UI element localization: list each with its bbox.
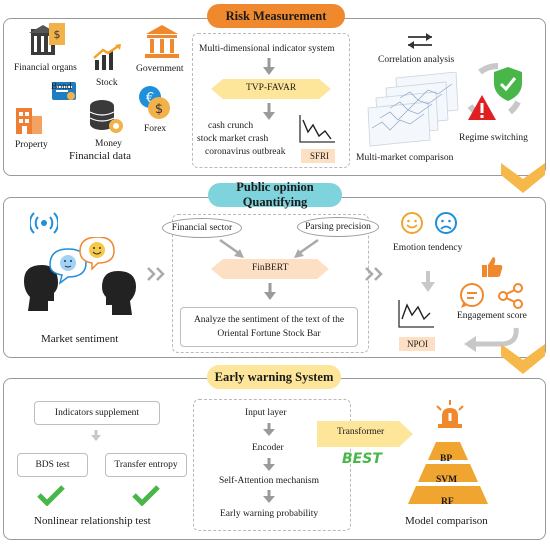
broadcast-signal-icon (30, 211, 58, 235)
arrow-diag-left (218, 238, 248, 260)
transformer-arrow (317, 421, 413, 447)
pyramid-bp-label: BP (440, 454, 453, 464)
self-attention-label: Self-Attention mechanism (219, 476, 319, 486)
arrow-diag-right (290, 238, 320, 260)
nonlinear-test-label: Nonlinear relationship test (34, 515, 151, 527)
emotion-tendency-label: Emotion tendency (393, 243, 463, 253)
pyramid-svm-label: SVM (436, 475, 458, 485)
sfri-chart-icon (297, 112, 337, 148)
sad-face-icon (434, 211, 458, 235)
input-layer-label: Input layer (245, 408, 287, 418)
public-opinion-title: Public opinion Quantifying (208, 180, 342, 209)
svg-text:$: $ (155, 102, 163, 117)
tvp-favar-label: TVP-FAVAR (246, 83, 297, 93)
correlation-label: Correlation analysis (378, 55, 455, 65)
transformer-label: Transformer (337, 427, 385, 437)
regime-label: Regime switching (459, 133, 528, 143)
financial-sector-oval: Financial sector (162, 218, 242, 238)
chevron-down-icon-2 (501, 344, 545, 378)
indicators-supplement-box: Indicators supplement (34, 401, 160, 425)
model-comparison-label: Model comparison (405, 515, 488, 527)
share-icon (497, 282, 525, 310)
thumbs-up-icon (480, 255, 504, 279)
sfri-label: SFRI (310, 151, 330, 161)
model-pyramid (398, 442, 498, 506)
transformer-layers-box (193, 399, 351, 531)
check-mark-icon (36, 484, 66, 506)
chat-bubble-icon (459, 283, 485, 309)
arrow-down-5 (263, 458, 275, 472)
bds-test-box: BDS test (17, 453, 88, 477)
event-cash-crunch: cash crunch (208, 121, 254, 131)
bank-building-icon: $ (27, 23, 67, 65)
transfer-entropy-box: Transfer entropy (105, 453, 187, 477)
shield-check-icon (492, 66, 524, 102)
chevron-down-icon (501, 163, 545, 197)
indicator-system-label: Multi-dimensional indicator system (199, 44, 335, 54)
happy-face-icon (400, 211, 424, 235)
multi-market-label: Multi-market comparison (356, 153, 454, 163)
sfri-tag (301, 149, 335, 163)
npoi-label: NPOI (407, 339, 429, 349)
stock-chart-icon (93, 44, 123, 72)
warning-triangle-icon (467, 94, 497, 121)
npoi-chart-icon (396, 297, 436, 333)
property-label: Property (15, 140, 48, 150)
early-warning-probability-label: Early warning probability (220, 509, 319, 519)
event-coronavirus: coronavirus outbreak (205, 147, 286, 157)
pyramid-rf-label: RF (441, 497, 454, 507)
financial-data-label: Financial data (69, 150, 132, 162)
stock-label: Stock (96, 78, 118, 88)
curved-arrow-left (460, 326, 524, 352)
svg-text:$: $ (54, 28, 61, 41)
bond-certificate-icon (49, 80, 79, 104)
engagement-score-label: Engagement score (457, 311, 527, 321)
encoder-label: Encoder (252, 443, 284, 453)
arrow-down-gray (421, 271, 435, 293)
svg-text:€: € (146, 91, 154, 106)
government-building-icon (142, 22, 182, 62)
chevron-right-double-1 (146, 267, 168, 281)
early-warning-title: Early warning System (207, 365, 341, 389)
tvp-favar-banner (211, 79, 331, 99)
indicator-method-box (192, 33, 350, 168)
npoi-tag (399, 337, 435, 351)
money-label: Money (95, 139, 122, 149)
analyze-sentiment-box: Analyze the sentiment of the text of the… (180, 307, 358, 347)
forex-exchange-icon: € $ (137, 84, 171, 122)
multi-market-charts-icon (366, 72, 462, 152)
money-coins-icon (87, 96, 125, 136)
financial-organs-label: Financial organs (14, 63, 77, 73)
parsing-precision-oval: Parsing precision (297, 217, 379, 237)
finbert-label: FinBERT (252, 263, 289, 273)
finbert-method-box (172, 214, 369, 353)
best-label: BEST (342, 451, 382, 467)
arrow-down-small (91, 430, 101, 442)
exchange-arrows-icon (405, 31, 435, 51)
arrow-down-1 (263, 58, 275, 76)
bond-label: Bond (51, 82, 72, 92)
check-mark-icon-2 (131, 484, 161, 506)
people-conversation-icon (20, 237, 140, 317)
analyze-line-2: Oriental Fortune Stock Bar (217, 329, 321, 339)
chevron-right-double-2 (364, 267, 386, 281)
analyze-line-1: Analyze the sentiment of the text of the (193, 315, 345, 325)
arrow-down-2 (263, 103, 275, 121)
risk-measurement-title: Risk Measurement (207, 4, 345, 28)
arrow-down-4 (263, 423, 275, 437)
finbert-banner (211, 259, 329, 279)
event-stock-crash: stock market crash (197, 134, 269, 144)
alarm-siren-icon (434, 400, 466, 430)
forex-label: Forex (144, 124, 167, 134)
property-building-icon (14, 104, 44, 136)
market-sentiment-label: Market sentiment (41, 333, 119, 345)
arrow-down-6 (263, 490, 275, 504)
arrow-down-3 (264, 283, 276, 301)
government-label: Government (136, 64, 184, 74)
